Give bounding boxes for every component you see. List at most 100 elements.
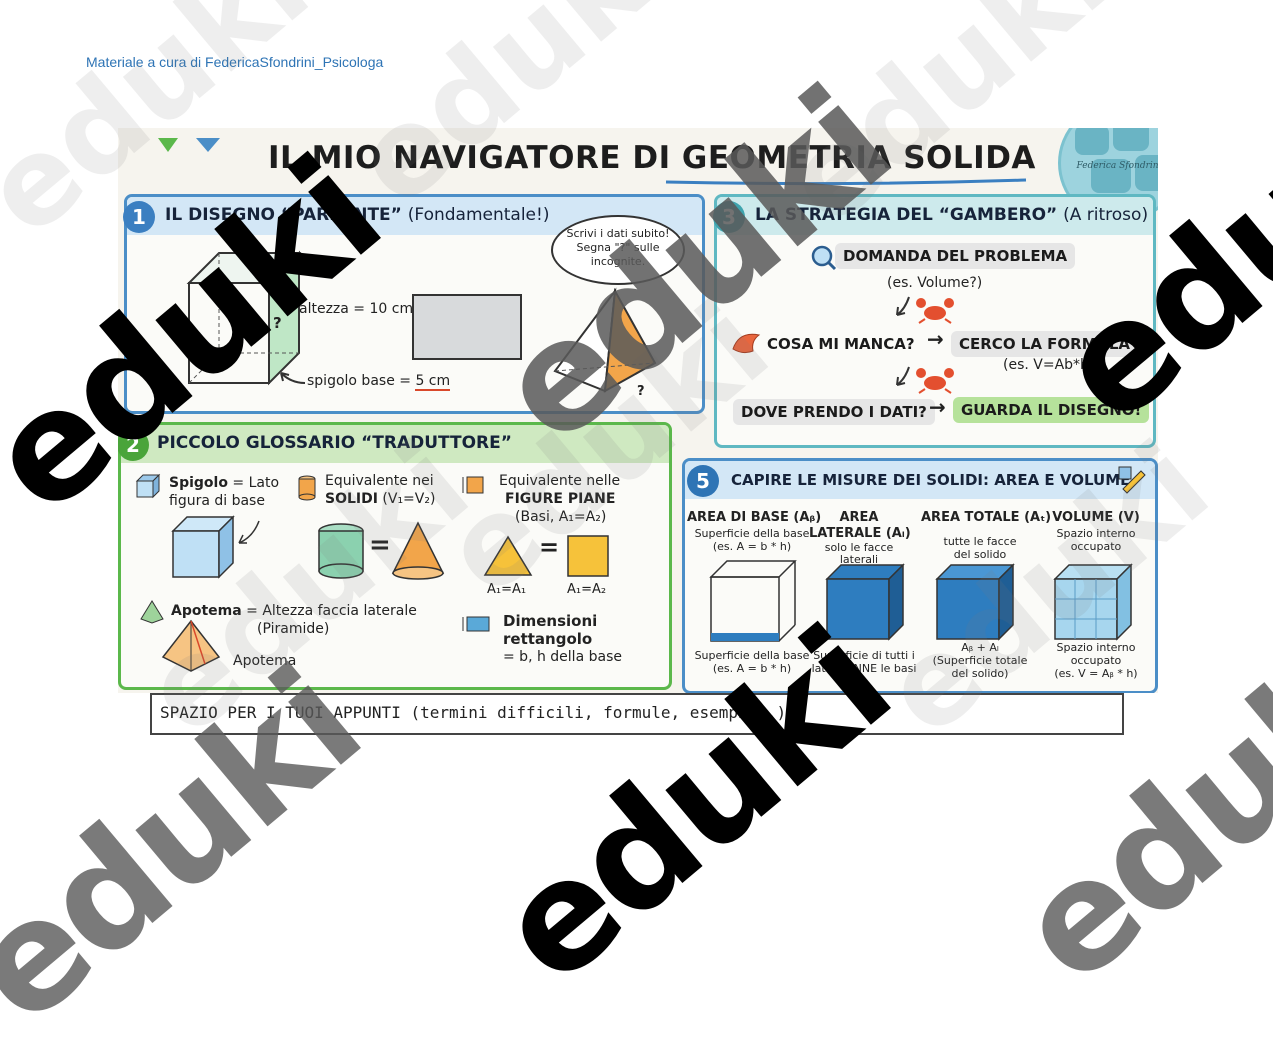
arrow-icon bbox=[896, 296, 910, 316]
lateral-area-foot-1: Superficie di tutti i bbox=[813, 649, 915, 662]
title-underline bbox=[665, 178, 1027, 186]
square-drawing bbox=[567, 535, 609, 577]
section-number: 2 bbox=[118, 429, 149, 461]
unknown-mark: ? bbox=[273, 314, 282, 332]
formula-step: CERCO LA FORMULA bbox=[951, 331, 1138, 357]
apotema-definition: Apotema = Altezza faccia laterale bbox=[171, 603, 417, 619]
equiv-plane-line-1: Equivalente nelle bbox=[499, 473, 621, 489]
total-area-foot-3: del solido) bbox=[951, 667, 1009, 680]
cone-drawing bbox=[391, 521, 445, 580]
logo-signature: Federica Sfondrini bbox=[1076, 161, 1158, 171]
volume-cube-drawing bbox=[1053, 563, 1133, 641]
dimensions-line-1: Dimensioni bbox=[503, 612, 598, 630]
section-title: PICCOLO GLOSSARIO “TRADUTTORE” bbox=[157, 433, 512, 453]
infographic: IL MIO NAVIGATORE DI GEOMETRIA SOLIDA Fe… bbox=[118, 128, 1158, 693]
dimensions-line-2: rettangolo bbox=[503, 630, 593, 648]
section-title: LA STRATEGIA DEL “GAMBERO” (A ritroso) bbox=[755, 205, 1149, 225]
equiv-solid-line-1: Equivalente nei bbox=[325, 473, 434, 489]
area-base-foot-1: Superficie della base bbox=[694, 649, 810, 662]
apotema-label: Apotema bbox=[233, 653, 297, 669]
page-title: IL MIO NAVIGATORE DI GEOMETRIA SOLIDA bbox=[268, 140, 1036, 176]
section-measures: 5 CAPIRE LE MISURE DEI SOLIDI: AREA E VO… bbox=[682, 458, 1158, 693]
total-box-drawing bbox=[935, 563, 1015, 641]
equals-sign: = bbox=[539, 533, 560, 561]
arrow-sign: → bbox=[929, 395, 946, 419]
lateral-area-foot-2: lati TRANNE le basi bbox=[811, 662, 917, 675]
equiv-solid-line-2: SOLIDI (V₁=V₂) bbox=[325, 491, 436, 507]
area-base-desc-1: Superficie della base bbox=[694, 527, 810, 540]
area-base-desc-2: (es. A = b * h) bbox=[712, 540, 792, 553]
lateral-box-drawing bbox=[825, 563, 905, 641]
open-box-drawing bbox=[709, 560, 797, 642]
crab-icon bbox=[916, 298, 954, 324]
triangle-drawing bbox=[483, 535, 533, 576]
tip-bubble: Scrivi i dati subito! Segna "?" sulle in… bbox=[551, 215, 685, 285]
section-number: 5 bbox=[687, 465, 719, 497]
apotema-definition-2: (Piramide) bbox=[257, 621, 330, 637]
volume-desc-1: Spazio interno bbox=[1056, 527, 1136, 540]
equals-sign: = bbox=[369, 530, 391, 560]
area-label-2: A₁=A₂ bbox=[567, 582, 607, 597]
spigolo-definition-2: figura di base bbox=[169, 493, 265, 509]
credit-line: Materiale a cura di FedericaSfondrini_Ps… bbox=[86, 54, 384, 70]
equiv-plane-line-3: (Basi, A₁=A₂) bbox=[515, 509, 607, 525]
magnifier-icon bbox=[811, 245, 837, 271]
spigolo-definition: Spigolo = Lato bbox=[169, 475, 280, 491]
prism-drawing bbox=[186, 250, 302, 386]
volume-foot-1: Spazio interno bbox=[1056, 641, 1136, 654]
section-number: 3 bbox=[713, 201, 745, 233]
crab-icon bbox=[916, 368, 954, 394]
area-base-foot-2: (es. A = b * h) bbox=[712, 662, 792, 675]
pyramid-drawing bbox=[553, 287, 657, 393]
data-step: DOVE PRENDO I DATI? bbox=[733, 399, 935, 425]
height-label: altezza = 10 cm bbox=[299, 301, 414, 317]
total-area-foot-1: Aᵦ + Aₗ bbox=[961, 641, 999, 654]
volume-foot-3: (es. V = Aᵦ * h) bbox=[1054, 667, 1138, 680]
volume-foot-2: occupato bbox=[1070, 654, 1122, 667]
cube-drawing bbox=[171, 515, 260, 579]
shrimp-icon bbox=[732, 333, 761, 354]
area-base-heading: AREA DI BASE (Aᵦ) bbox=[687, 510, 822, 525]
missing-step: COSA MI MANCA? bbox=[767, 335, 915, 353]
unknown-mark: ? bbox=[637, 384, 645, 399]
total-area-foot-2: (Superficie totale bbox=[932, 654, 1028, 667]
formula-note: (es. V=Ab*h) bbox=[1003, 357, 1095, 373]
section-drawing: 1 IL DISEGNO “PARLANTE” (Fondamentale!) … bbox=[123, 194, 705, 414]
base-rectangle bbox=[412, 294, 522, 360]
section-number: 1 bbox=[123, 201, 155, 233]
ruler-icon bbox=[1118, 466, 1146, 494]
volume-desc-2: occupato bbox=[1070, 540, 1122, 553]
square-icon bbox=[462, 476, 484, 494]
pyramid-drawing bbox=[161, 619, 221, 672]
total-area-desc-1: tutte le facce bbox=[943, 535, 1017, 548]
cylinder-icon bbox=[298, 475, 316, 501]
lateral-area-heading-2: LATERALE (Aₗ) bbox=[809, 526, 911, 541]
total-area-heading: AREA TOTALE (Aₜ) bbox=[921, 510, 1052, 525]
section-title: CAPIRE LE MISURE DEI SOLIDI: AREA E VOLU… bbox=[731, 471, 1131, 489]
area-label-1: A₁=A₁ bbox=[487, 582, 527, 597]
arrow-icon bbox=[280, 372, 306, 384]
pyramid-icon bbox=[140, 600, 164, 624]
volume-heading: VOLUME (V) bbox=[1052, 510, 1140, 525]
drawing-step: GUARDA IL DISEGNO! bbox=[953, 397, 1150, 423]
section-title: IL DISEGNO “PARLANTE” (Fondamentale!) bbox=[165, 205, 550, 225]
notes-label: SPAZIO PER I TUOI APPUNTI (termini diffi… bbox=[160, 703, 787, 722]
equiv-plane-line-2: FIGURE PIANE bbox=[505, 491, 616, 507]
total-area-desc-2: del solido bbox=[953, 548, 1007, 561]
arrow-icon bbox=[896, 366, 910, 386]
notes-box[interactable]: SPAZIO PER I TUOI APPUNTI (termini diffi… bbox=[150, 693, 1124, 735]
problem-question-note: (es. Volume?) bbox=[887, 275, 983, 291]
rectangle-icon bbox=[462, 616, 490, 632]
arrow-sign: → bbox=[927, 327, 944, 351]
corner-decoration bbox=[158, 138, 220, 152]
section-strategy: 3 LA STRATEGIA DEL “GAMBERO” (A ritroso)… bbox=[713, 194, 1156, 448]
lateral-area-desc-1: solo le facce bbox=[824, 541, 894, 554]
lateral-area-heading-1: AREA bbox=[839, 510, 879, 525]
base-label: spigolo base = 5 cm bbox=[307, 373, 451, 391]
dimensions-line-3: = b, h della base bbox=[503, 649, 622, 665]
section-glossary: 2 PICCOLO GLOSSARIO “TRADUTTORE” Spigolo… bbox=[118, 422, 672, 690]
cylinder-drawing bbox=[318, 523, 364, 579]
cube-icon bbox=[135, 473, 161, 499]
lateral-area-desc-2: laterali bbox=[839, 553, 879, 566]
problem-question: DOMANDA DEL PROBLEMA bbox=[835, 243, 1076, 269]
